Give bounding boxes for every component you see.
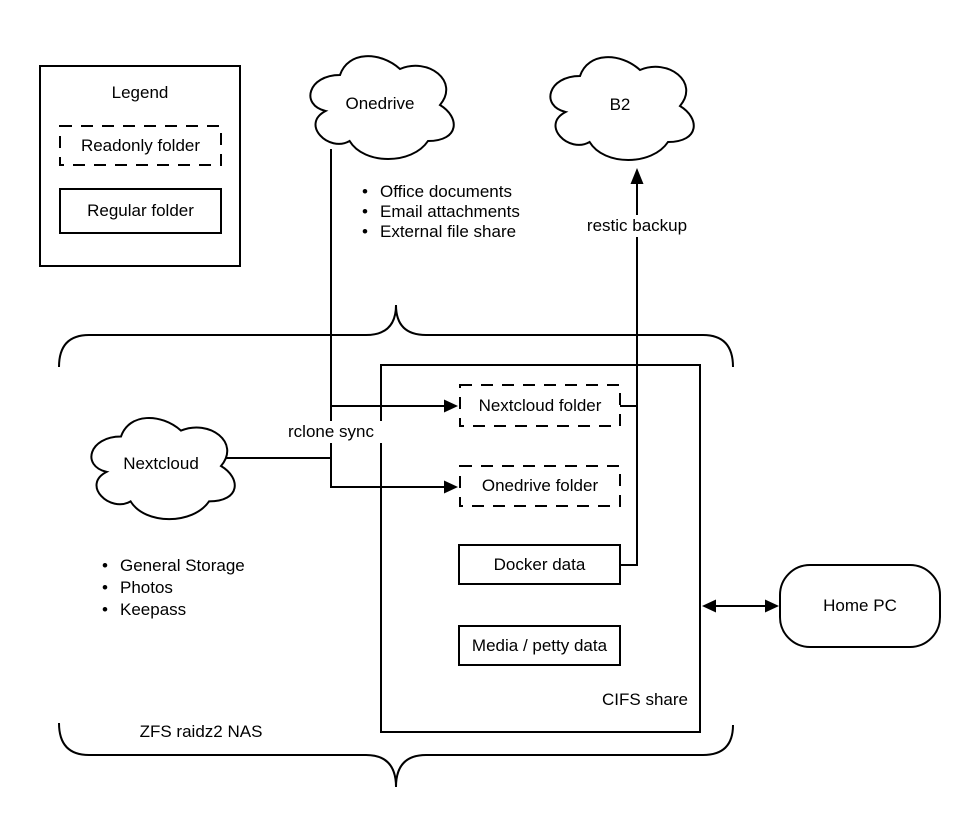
legend-regular-folder-label: Regular folder xyxy=(87,201,194,220)
rclone-sync-label: rclone sync xyxy=(276,421,386,443)
list-item: Office documents xyxy=(360,182,520,202)
onedrive-cloud xyxy=(309,55,455,160)
nextcloud-folder-label: Nextcloud folder xyxy=(478,395,602,415)
media-data-box xyxy=(458,625,621,666)
list-item: General Storage xyxy=(100,555,245,577)
legend-readonly-folder-label: Readonly folder xyxy=(80,135,201,155)
home-pc-label: Home PC xyxy=(823,596,897,615)
nextcloud-cloud xyxy=(90,417,236,520)
nextcloud-contents-list: General StoragePhotosKeepass xyxy=(100,555,245,621)
arrowhead-homepc xyxy=(765,599,779,613)
list-item: Photos xyxy=(100,577,245,599)
nextcloud-folder-box xyxy=(459,384,621,427)
cifs-share-box xyxy=(380,364,701,733)
legend-title: Legend xyxy=(111,83,169,102)
b2-cloud-label: B2 xyxy=(609,95,631,114)
docker-data-box xyxy=(458,544,621,585)
nas-bottom-brace xyxy=(58,722,734,788)
docker-data-label: Docker data xyxy=(493,554,586,574)
list-item: External file share xyxy=(360,222,520,242)
onedrive-folder-box xyxy=(459,465,621,507)
legend-regular-folder-box xyxy=(59,188,222,234)
arrowhead-nextcloud-folder xyxy=(444,399,458,413)
nextcloud-cloud-label: Nextcloud xyxy=(123,454,199,473)
onedrive-folder-label: Onedrive folder xyxy=(481,476,599,495)
zfs-nas-label: ZFS raidz2 NAS xyxy=(139,722,263,741)
list-item: Email attachments xyxy=(360,202,520,222)
legend-readonly-folder-box xyxy=(59,125,222,166)
nas-top-brace xyxy=(58,304,734,368)
list-item: Keepass xyxy=(100,599,245,621)
restic-backup-label: restic backup xyxy=(574,215,700,237)
onedrive-cloud-label: Onedrive xyxy=(345,94,415,113)
b2-cloud xyxy=(549,56,695,161)
onedrive-contents-list: Office documentsEmail attachmentsExterna… xyxy=(360,182,520,242)
arrowhead-b2 xyxy=(630,168,644,184)
home-pc-box xyxy=(779,564,941,648)
arrowhead-onedrive-folder xyxy=(444,480,458,494)
arrowhead-cifs xyxy=(702,599,716,613)
media-data-label: Media / petty data xyxy=(471,635,608,655)
cifs-share-label: CIFS share xyxy=(602,690,688,709)
